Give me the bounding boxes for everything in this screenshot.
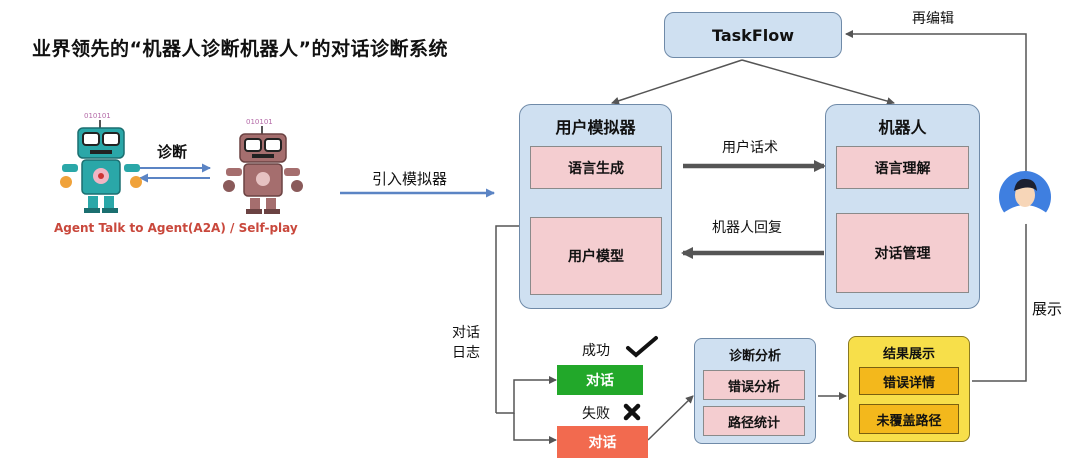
show-label: 展示 [1032,300,1063,318]
error-details-box: 错误详情 [859,367,959,395]
page-title: 业界领先的“机器人诊断机器人”的对话诊断系统 [32,38,448,60]
user-speech-label: 用户话术 [722,140,778,156]
success-dialog-box: 对话 [557,365,643,395]
robot-agent-right-icon: 010101 [223,118,303,214]
user-model-box: 用户模型 [530,217,662,295]
robot-title: 机器人 [878,118,927,137]
checkmark-icon [626,336,658,358]
uncovered-path-box: 未覆盖路径 [859,404,959,434]
to-success-line [496,376,557,414]
fail-dialog-box: 对话 [557,426,648,458]
user-avatar-icon [999,171,1051,224]
robot-agent-left-icon: 010101 [60,112,142,213]
a2a-caption: Agent Talk to Agent(A2A) / Self-play [54,221,298,235]
robot-reply-label: 机器人回复 [712,220,782,236]
taskflow-label: TaskFlow [712,25,794,45]
fail-label: 失败 [582,406,610,422]
svg-text:010101: 010101 [246,118,273,126]
reedit-label: 再编辑 [912,11,954,27]
dialog-log-label-2: 日志 [452,345,480,361]
intro-simulator-label: 引入模拟器 [372,170,448,188]
language-understanding-box: 语言理解 [836,146,969,189]
dialog-log-label-1: 对话 [452,325,480,341]
to-fail-line [513,413,557,444]
error-analysis-box: 错误分析 [703,370,805,400]
taskflow-to-robot-arrow [741,59,895,105]
diagnose-label: 诊断 [157,143,188,161]
diagnosis-analysis-title: 诊断分析 [728,349,781,364]
path-statistics-box: 路径统计 [703,406,805,436]
results-display-title: 结果展示 [882,347,935,362]
dialog-log-line [495,225,519,413]
svg-text:010101: 010101 [84,112,111,120]
x-mark-icon [623,403,641,421]
dialog-management-box: 对话管理 [836,213,969,293]
fail-to-diagnosis-arrow [647,395,694,441]
language-generation-box: 语言生成 [530,146,662,189]
success-label: 成功 [582,343,610,359]
taskflow-box: TaskFlow [664,12,842,58]
taskflow-to-simulator-arrow [611,59,743,105]
user-simulator-title: 用户模拟器 [555,118,636,137]
